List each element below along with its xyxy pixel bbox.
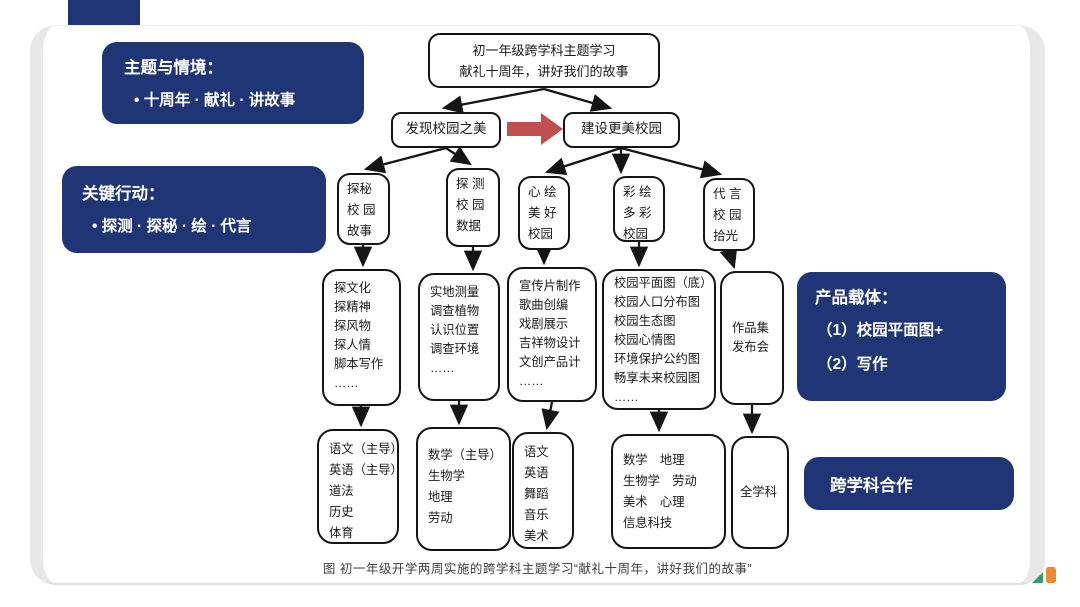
activity-node-maps: 校园平面图（底） 校园人口分布图 校园生态图 校园心情图 环境保护公约图 畅享未… — [602, 269, 716, 410]
task-node-measure-data: 探 测 校 园 数据 — [446, 168, 500, 247]
annotation-bullet: • 十周年 · 献礼 · 讲故事 — [134, 92, 296, 109]
activity-node-showcase: 作品集 发布会 — [720, 271, 784, 405]
task-node-explore-story: 探秘 校 园 故事 — [337, 173, 390, 245]
annotation-item: （1）校园平面图+ — [817, 322, 944, 339]
subject-node-3: 语文 英语 舞蹈 音乐 美术 — [512, 432, 574, 549]
subject-node-4: 数学 地理 生物学 劳动 美术 心理 信息科技 — [611, 434, 726, 549]
activity-node-culture: 探文化 探精神 探风物 探人情 脚本写作 …… — [322, 269, 401, 406]
subject-node-2: 数学（主导） 生物学 地理 劳动 — [416, 427, 511, 551]
top-left-accent-bar — [68, 0, 140, 25]
task-node-draw-beauty: 心 绘 美 好 校园 — [518, 176, 570, 250]
subject-node-1: 语文（主导） 英语（主导） 道法 历史 体育 — [317, 429, 403, 544]
annotation-bullet: • 探测 · 探秘 · 绘 · 代言 — [92, 218, 252, 235]
node-discover-campus: 发现校园之美 — [391, 112, 501, 148]
annotation-title: 关键行动： — [82, 185, 165, 203]
annotation-title: 主题与情境： — [124, 59, 223, 77]
root-line: 初一年级跨学科主题学习 — [472, 43, 616, 58]
activity-node-survey: 实地测量 调查植物 认识位置 调查环境 …… — [418, 273, 500, 401]
logo-square-icon — [1046, 567, 1056, 583]
figure-caption: 图 初一年级开学两周实施的跨学科主题学习“献礼十周年，讲好我们的故事” — [322, 562, 753, 576]
annotation-theme-context: 主题与情境： • 十周年 · 献礼 · 讲故事 — [102, 42, 364, 124]
task-node-spokesperson: 代 言 校 园 拾光 — [703, 178, 755, 251]
activity-node-creation: 宣传片制作 歌曲创编 戏剧展示 吉祥物设计 文创产品计 …… — [507, 267, 597, 402]
logo-triangle-icon — [1032, 572, 1043, 583]
node-root-theme: 初一年级跨学科主题学习 献礼十周年，讲好我们的故事 — [428, 33, 660, 88]
subject-node-all: 全学科 — [731, 436, 789, 549]
root-line: 献礼十周年，讲好我们的故事 — [459, 64, 629, 79]
annotation-key-actions: 关键行动： • 探测 · 探秘 · 绘 · 代言 — [62, 166, 326, 253]
annotation-product-carriers: 产品载体： （1）校园平面图+ （2）写作 — [797, 272, 1006, 401]
annotation-title: 产品载体： — [815, 289, 898, 307]
annotation-item: （2）写作 — [817, 356, 888, 373]
node-build-campus: 建设更美校园 — [563, 112, 680, 148]
annotation-interdisciplinary: 跨学科合作 — [804, 457, 1014, 510]
task-node-color-campus: 彩 绘 多 彩 校园 — [613, 176, 665, 242]
